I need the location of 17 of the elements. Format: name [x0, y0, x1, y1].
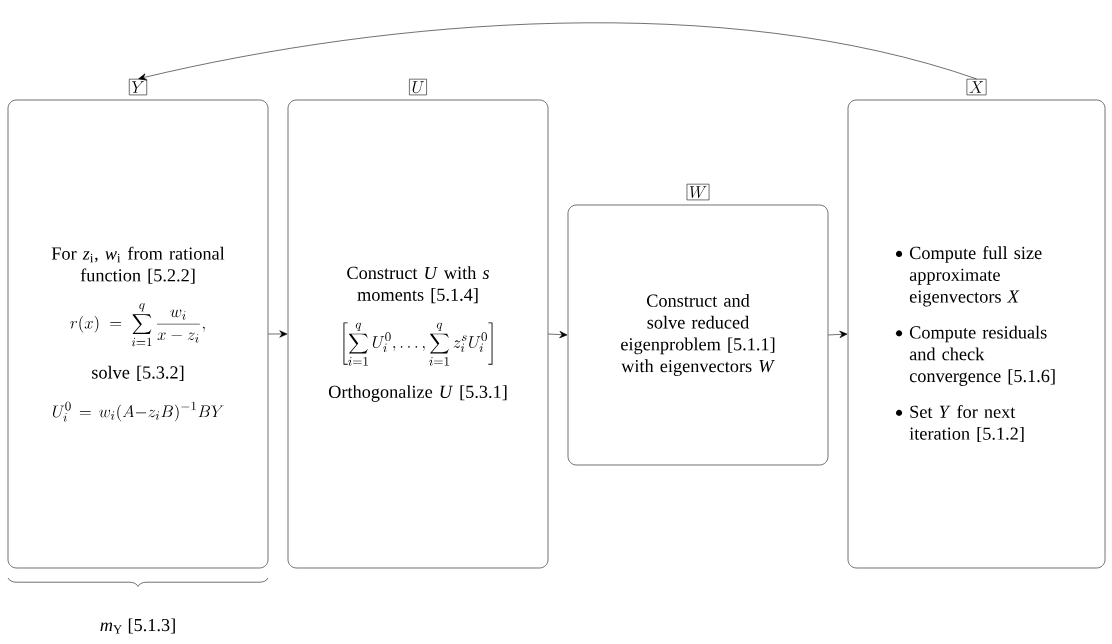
arrow [828, 330, 848, 338]
arrow [138, 22, 977, 81]
node-label: solve [5.3.2] [92, 365, 184, 381]
boxed-label: $U$ [409, 78, 427, 96]
boxed-label: $Y$ [129, 78, 147, 96]
arrow [268, 330, 288, 338]
node-label: For z$_{i}$, w$_{i}$ from rational function [5.2.2] [51, 246, 225, 284]
node-label: $r(x)=\sum_{i=1}^{q}\frac{w_i}{x-z_i},$ [70, 303, 205, 347]
brace-label: m$_{Y}$ [5.1.3] [100, 618, 175, 634]
process-box: Construct and solve reduced eigenproblem [5.1.1] with eigenvectors W [567, 204, 829, 466]
process-box: Compute full size approximate eigenvectors X Compute residuals and check convergence [5.1.6] Set Y for next iteration [5.1.2] [847, 99, 1106, 569]
process-box: Construct U with s moments [5.1.4] $\left[\sum_{i=1}^{q}U_i^0,\ldots,\sum_{i=1}^{q}z_i^sU_i^0\right]$ Orthogonalize U [5.3.1] [287, 99, 549, 569]
arrow [548, 331, 568, 339]
node-label: $U_i^0=w_i(A{-}z_iB)^{-1}BY$ [52, 401, 224, 422]
boxed-label: $X$ [966, 78, 987, 96]
process-box: For z$_{i}$, w$_{i}$ from rational function [5.2.2] $r(x)=\sum_{i=1}^{q}\frac{w_i}{x-z_i},$ solve [5.3.2] $U_i^0=w_i(A{-}z_iB)^{-1}BY$ [7, 99, 269, 569]
boxed-label: $W$ [686, 183, 710, 201]
